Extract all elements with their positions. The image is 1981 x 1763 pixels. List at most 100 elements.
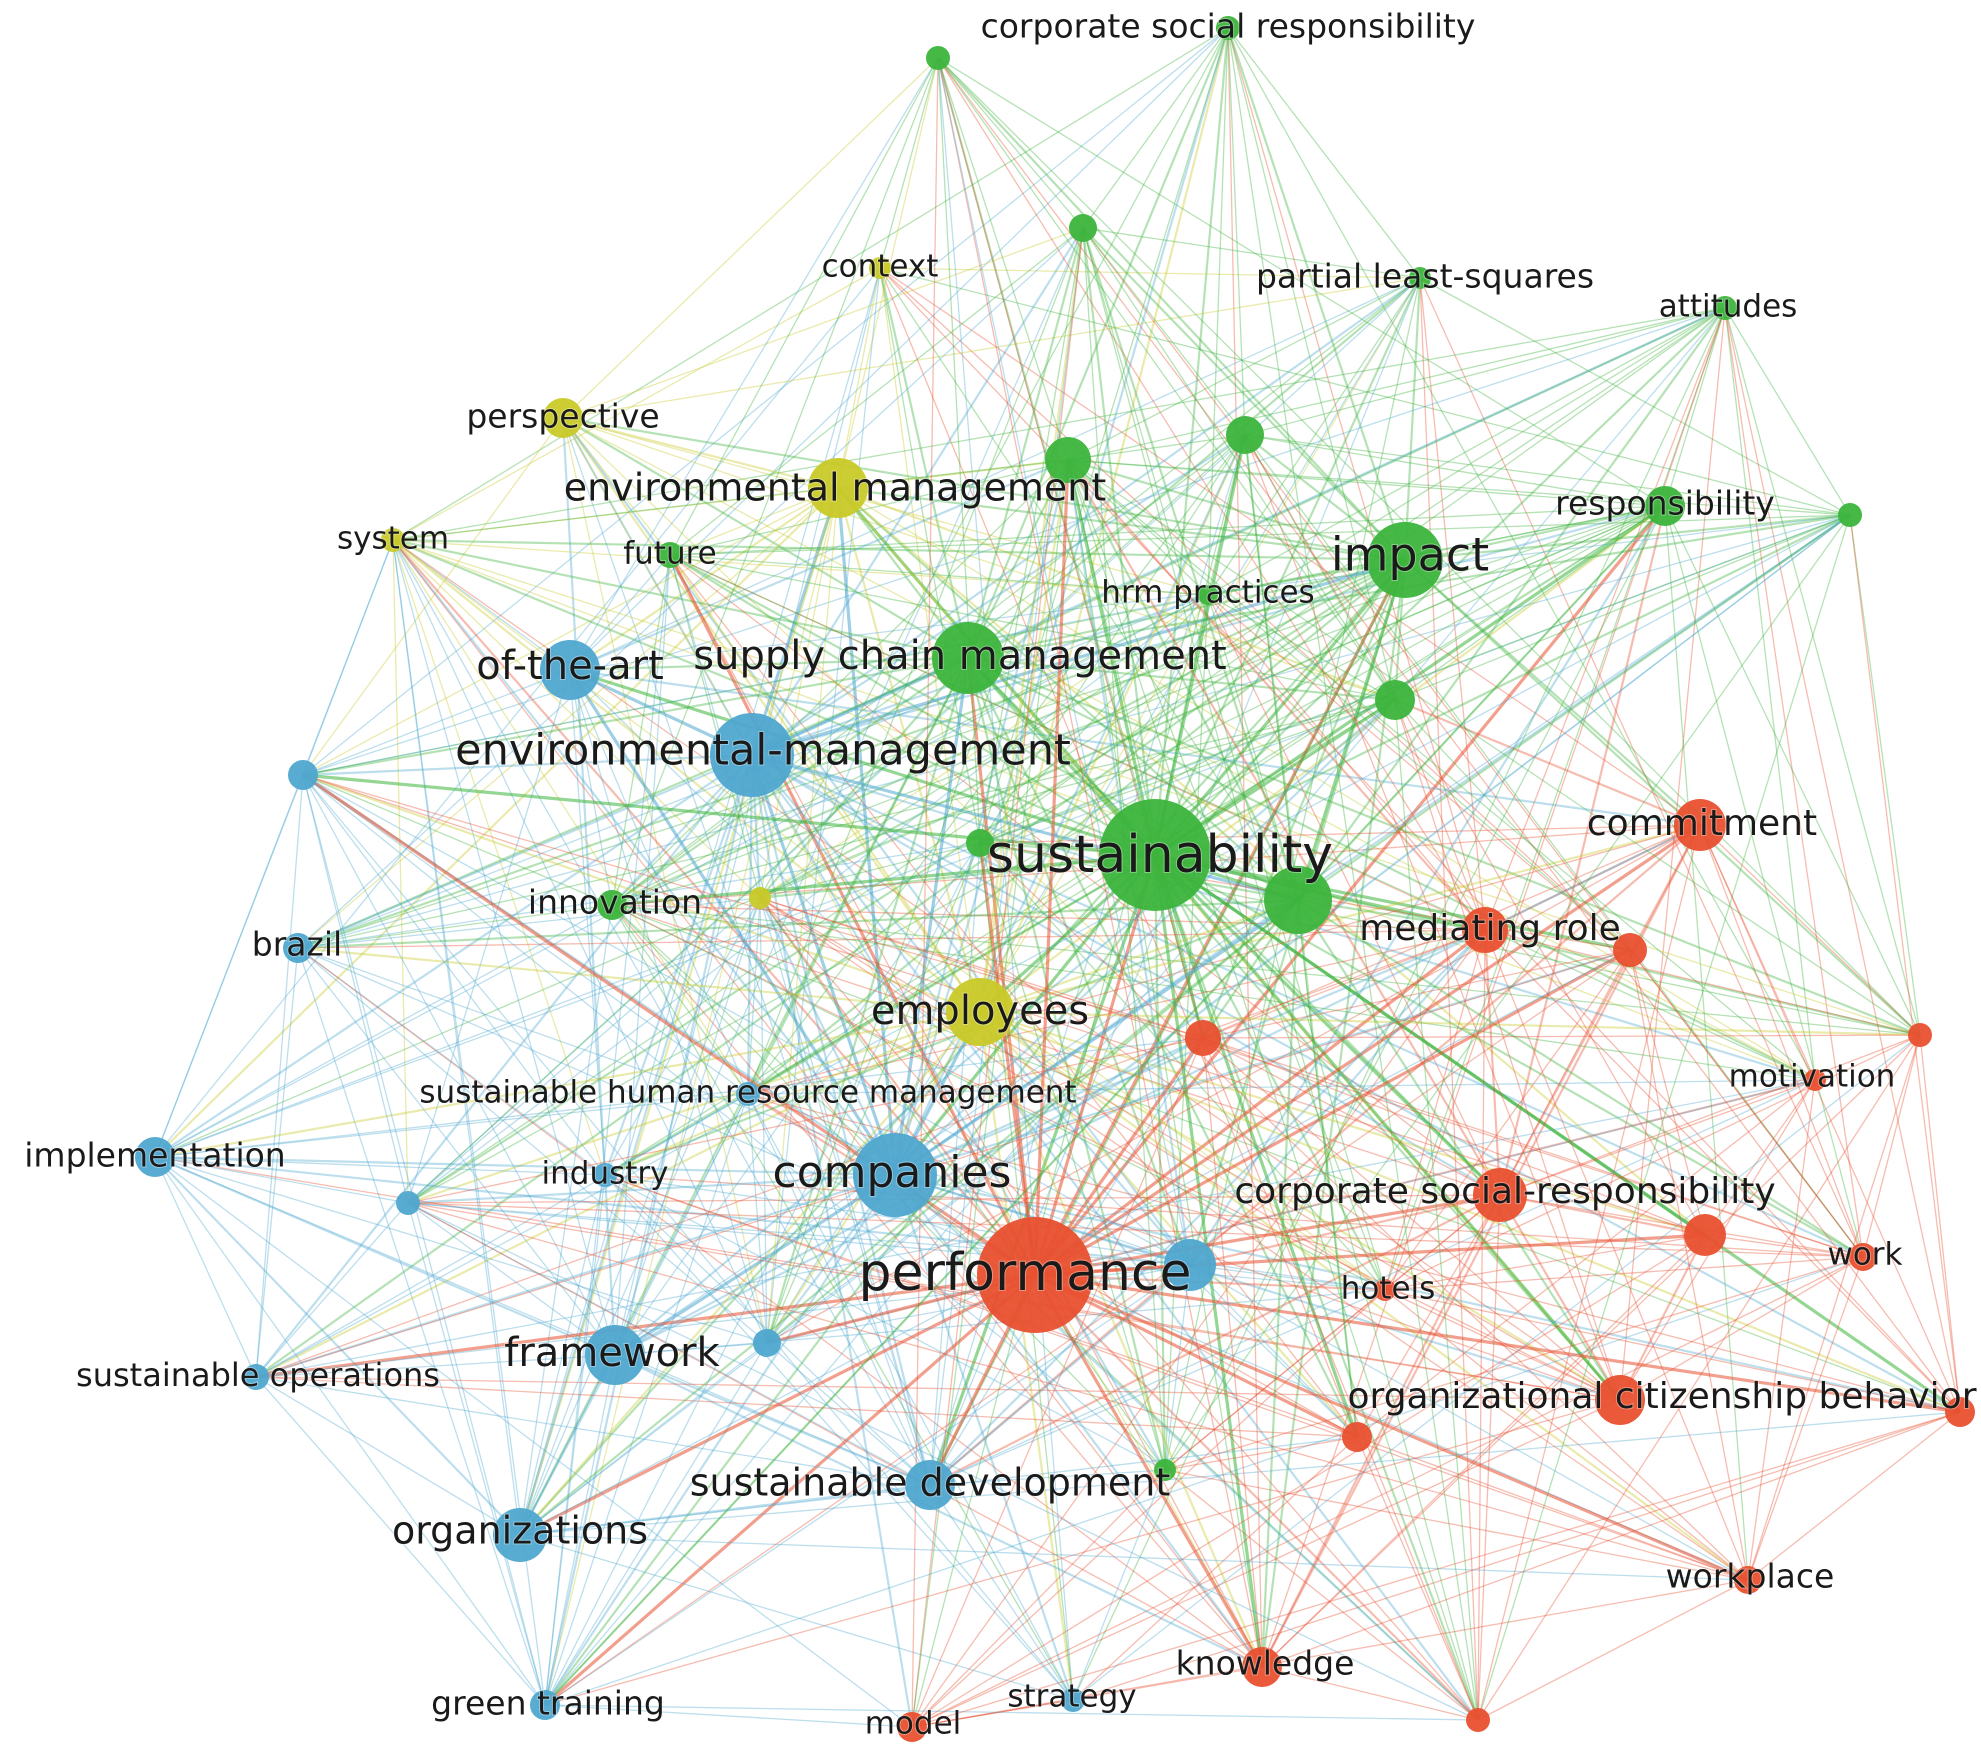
- edge-organizations-g-right: [519, 514, 1851, 1536]
- edge-context-environmental-management-y: [837, 267, 881, 489]
- node-g-mid-top[interactable]: [1069, 214, 1097, 242]
- edge-responsibility-future: [669, 505, 1666, 556]
- node-g-small[interactable]: [966, 829, 994, 857]
- node-g-sustain2[interactable]: [1264, 866, 1332, 934]
- edge-attitudes-sustainability: [1154, 307, 1726, 856]
- node-r-bottom[interactable]: [1466, 1708, 1490, 1732]
- node-brazil[interactable]: [283, 933, 313, 963]
- label-knowledge: knowledge: [1176, 1644, 1355, 1683]
- edge-r-right-r-bottom: [1477, 1034, 1921, 1721]
- node-b-left[interactable]: [288, 760, 318, 790]
- edge-performance-g-b: [1033, 459, 1070, 1276]
- edge-corporate-social-responsibility-red-g-bottom: [1164, 1194, 1501, 1471]
- edge-partial-least-squares-sustainability: [1154, 277, 1421, 856]
- edge-partial-least-squares-g-b: [1067, 277, 1421, 461]
- edge-of-the-art-g-b: [569, 458, 1069, 672]
- edge-sustainable-hrm-g-e: [747, 699, 1396, 1095]
- node-responsibility[interactable]: [1645, 486, 1685, 526]
- node-g-top[interactable]: [926, 46, 950, 70]
- node-r-med2[interactable]: [1613, 933, 1647, 967]
- edge-implementation-b-fw2: [154, 1156, 768, 1344]
- edge-environmental-management-b-sustainable-development: [750, 754, 932, 1486]
- edge-g-small-g-bottom: [979, 842, 1166, 1471]
- edge-supply-chain-management-r-hotels2: [967, 657, 1358, 1438]
- node-sustainable-development[interactable]: [905, 1460, 955, 1510]
- node-companies[interactable]: [853, 1133, 937, 1217]
- node-motivation[interactable]: [1804, 1069, 1826, 1091]
- node-g-right[interactable]: [1838, 503, 1862, 527]
- edge-brazil-g-right: [297, 514, 1851, 949]
- edge-companies-knowledge: [894, 1174, 1263, 1668]
- edge-hrm-practices-implementation: [154, 594, 1209, 1158]
- node-industry[interactable]: [593, 1163, 617, 1187]
- node-r-right[interactable]: [1908, 1023, 1932, 1047]
- edge-perspective-g-e: [562, 417, 1396, 701]
- edge-environmental-management-b-g-bottom: [751, 754, 1166, 1471]
- node-of-the-art[interactable]: [540, 640, 600, 700]
- node-perspective[interactable]: [543, 398, 583, 438]
- node-supply-chain-management[interactable]: [932, 622, 1004, 694]
- node-environmental-management-y[interactable]: [808, 458, 868, 518]
- edge-y-small-r-mid: [759, 897, 1204, 1039]
- node-performance[interactable]: [977, 1217, 1093, 1333]
- node-strategy[interactable]: [1061, 1688, 1085, 1712]
- edge-g-mid-top-g-small: [979, 227, 1084, 844]
- node-r-hotels2[interactable]: [1342, 1422, 1372, 1452]
- node-knowledge[interactable]: [1242, 1647, 1282, 1687]
- node-corporate-social-responsibility-green[interactable]: [1216, 16, 1240, 40]
- node-environmental-management-b[interactable]: [710, 713, 794, 797]
- node-corporate-social-responsibility-red[interactable]: [1473, 1168, 1527, 1222]
- node-sustainable-hrm[interactable]: [736, 1082, 760, 1106]
- node-green-training[interactable]: [530, 1690, 560, 1720]
- edge-system-knowledge: [392, 539, 1263, 1668]
- node-hotels[interactable]: [1374, 1279, 1396, 1301]
- node-mediating-role[interactable]: [1462, 907, 1508, 953]
- edge-supply-chain-management-b-perf: [966, 657, 1192, 1266]
- node-b-fw2[interactable]: [753, 1329, 781, 1357]
- edge-hotels-g-small: [979, 842, 1386, 1291]
- node-innovation[interactable]: [597, 890, 627, 920]
- node-context[interactable]: [869, 257, 891, 279]
- edge-implementation-industry: [154, 1156, 606, 1176]
- node-attitudes[interactable]: [1713, 296, 1737, 320]
- node-implementation[interactable]: [135, 1137, 175, 1177]
- node-impact[interactable]: [1367, 522, 1443, 598]
- node-model[interactable]: [897, 1712, 927, 1742]
- node-y-small[interactable]: [749, 887, 771, 909]
- node-future[interactable]: [657, 542, 683, 568]
- node-workplace[interactable]: [1734, 1566, 1762, 1594]
- edge-environmental-management-b-sustainable-hrm: [746, 754, 754, 1095]
- node-employees[interactable]: [946, 978, 1014, 1046]
- node-g-bottom[interactable]: [1154, 1459, 1176, 1481]
- node-r-mid[interactable]: [1185, 1020, 1221, 1056]
- node-framework[interactable]: [585, 1325, 645, 1385]
- node-work[interactable]: [1849, 1243, 1877, 1271]
- node-r-csr2[interactable]: [1684, 1214, 1726, 1256]
- edge-motivation-corporate-social-responsibility-red: [1499, 1079, 1816, 1196]
- node-b-industry2[interactable]: [396, 1191, 420, 1215]
- edge-green-training-b-perf: [544, 1264, 1191, 1706]
- edge-sustainable-hrm-implementation: [154, 1093, 749, 1158]
- edge-corporate-social-responsibility-green-impact: [1226, 27, 1407, 561]
- edge-employees-g-c: [979, 434, 1246, 1013]
- edge-perspective-future: [562, 417, 671, 556]
- node-g-c[interactable]: [1226, 416, 1264, 454]
- node-sustainable-operations[interactable]: [243, 1364, 269, 1390]
- node-b-perf[interactable]: [1164, 1239, 1216, 1291]
- node-organizations[interactable]: [493, 1508, 547, 1562]
- node-r-ocb-right[interactable]: [1945, 1397, 1975, 1427]
- node-hrm-practices[interactable]: [1198, 585, 1218, 605]
- node-commitment[interactable]: [1674, 799, 1726, 851]
- edge-responsibility-environmental-management-b: [751, 504, 1666, 757]
- edge-motivation-sustainable-hrm: [747, 1079, 1816, 1095]
- node-g-b[interactable]: [1045, 437, 1091, 483]
- edge-green-training-b-industry2: [407, 1202, 546, 1706]
- edge-work-g-sustain2: [1297, 899, 1864, 1258]
- edge-of-the-art-r-hotels2: [569, 669, 1358, 1438]
- edge-sustainability-r-med2: [1154, 853, 1631, 952]
- node-g-e[interactable]: [1375, 680, 1415, 720]
- node-ocb[interactable]: [1595, 1375, 1645, 1425]
- node-sustainability[interactable]: [1099, 799, 1211, 911]
- node-partial-least-squares[interactable]: [1409, 267, 1431, 289]
- node-system[interactable]: [381, 528, 405, 552]
